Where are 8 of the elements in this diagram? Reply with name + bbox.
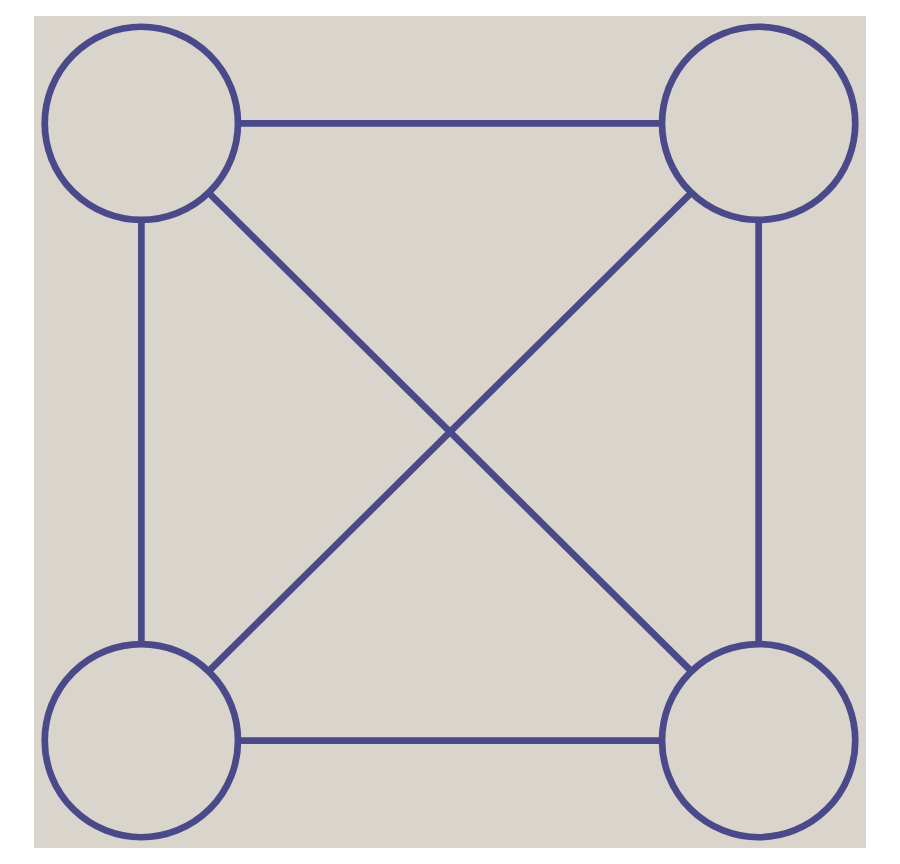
node-circle [658,640,859,841]
node-circle [658,23,859,224]
connector [755,220,762,644]
node-circle [41,23,242,224]
connector [239,737,662,744]
connector [239,120,662,127]
connector [138,220,145,644]
node-circle [41,640,242,841]
